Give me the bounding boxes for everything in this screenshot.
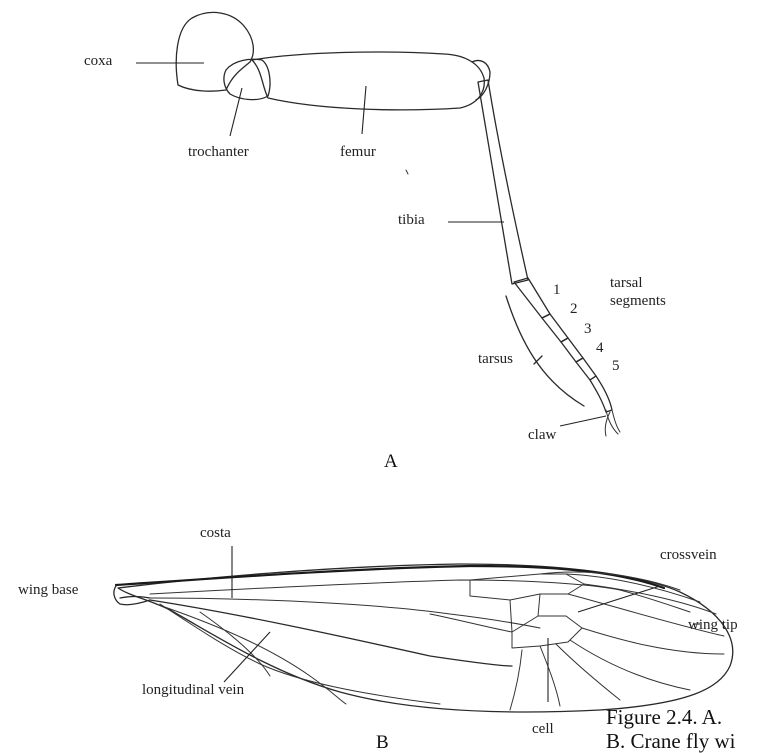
costa-label: costa (200, 526, 231, 541)
longitudinal-vein-1 (150, 580, 690, 612)
tarsal-segments-label-line2: segments (610, 294, 666, 309)
figure-caption: Figure 2.4. A. B. Crane fly wi (606, 705, 735, 753)
tarsal-segments-label-line1: tarsal (610, 276, 642, 291)
claw-label: claw (528, 428, 556, 443)
segment-number-1: 1 (553, 283, 561, 298)
crossvein-cell-upper (470, 574, 584, 600)
tarsus-label: tarsus (478, 352, 513, 367)
wing-base-label: wing base (18, 583, 78, 598)
vein-to-tip-4 (570, 640, 690, 690)
vein-to-tip-6 (540, 646, 560, 706)
wing-tip-label: wing tip (688, 618, 738, 633)
femur-label: femur (340, 145, 376, 160)
vein-to-tip-5 (556, 644, 620, 700)
segment-number-5: 5 (612, 359, 620, 374)
trochanter-label: trochanter (188, 145, 249, 160)
crossvein-link (510, 594, 540, 632)
longitudinal-vein-label: longitudinal vein (142, 683, 244, 698)
segment-number-3: 3 (584, 322, 592, 337)
cell-label: cell (532, 722, 554, 737)
longitudinal-vein-leader (224, 632, 270, 682)
vein-to-tip-7 (510, 650, 522, 710)
segment-number-4: 4 (596, 341, 604, 356)
coxa-label: coxa (84, 54, 112, 69)
discal-cell (512, 616, 582, 648)
part-b-letter: B (376, 733, 389, 752)
tibia-label: tibia (398, 213, 425, 228)
segment-number-2: 2 (570, 302, 578, 317)
crossvein-label: crossvein (660, 548, 717, 563)
caption-line-2: B. Crane fly wi (606, 729, 735, 753)
part-a-letter: A (384, 452, 398, 471)
caption-line-1: Figure 2.4. A. (606, 705, 735, 729)
